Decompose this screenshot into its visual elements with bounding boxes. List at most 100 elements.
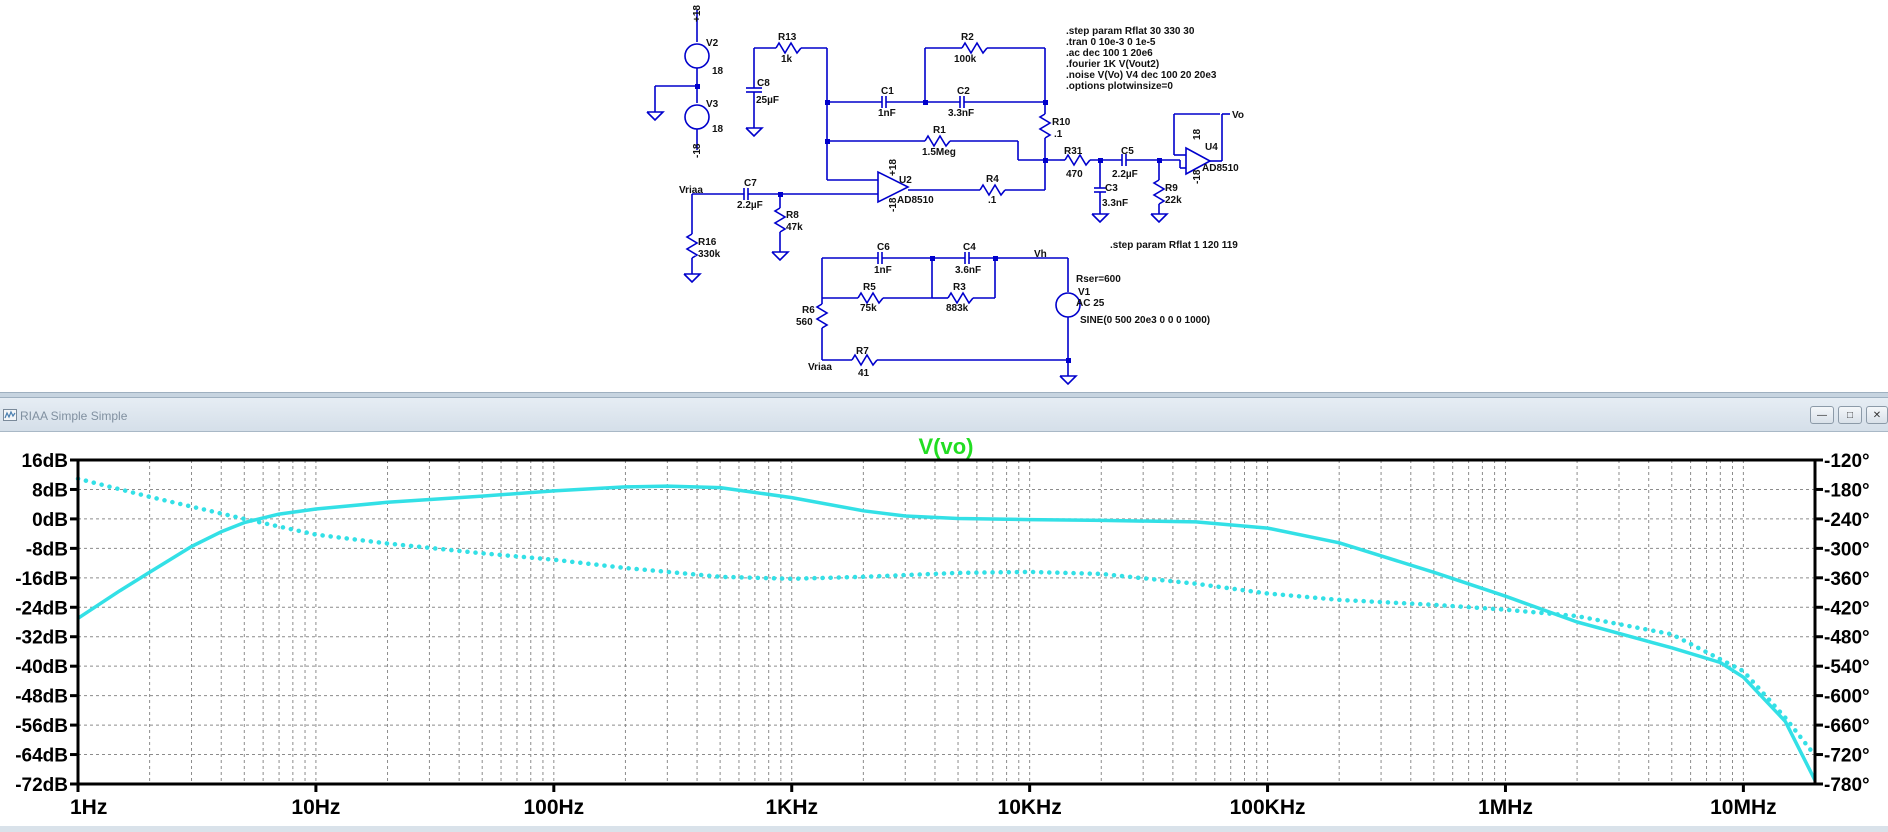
status-strip [0, 826, 1888, 832]
close-icon: ✕ [1872, 409, 1882, 421]
r10-name-label: R10 [1052, 117, 1071, 128]
spice-directives[interactable]: .step param Rflat 30 330 30 .tran 0 10e-… [1066, 26, 1238, 251]
close-button[interactable]: ✕ [1866, 406, 1888, 424]
r9-value-label: 22k [1165, 195, 1182, 206]
c4-name-label: C4 [963, 242, 976, 253]
y-tick-label-left: -32dB [15, 628, 68, 649]
schematic-canvas[interactable]: .step param Rflat 30 330 30 .tran 0 10e-… [0, 0, 1888, 392]
y-tick-label-left: 8dB [32, 480, 68, 501]
u2-neg-label: -18 [888, 197, 899, 212]
plot-window-title: RIAA Simple Simple [20, 409, 128, 423]
vh-net-label: Vh [1034, 249, 1047, 260]
y-tick-label-right: -360° [1824, 569, 1870, 590]
y-tick-label-left: -16dB [15, 569, 68, 590]
plot-ticks: 16dB8dB0dB-8dB-16dB-24dB-32dB-40dB-48dB-… [15, 451, 1869, 819]
waveform-icon [3, 409, 17, 421]
directive-line-5: .noise V(Vo) V4 dec 100 20 20e3 [1066, 70, 1217, 81]
c1-value-label: 1nF [878, 108, 896, 119]
r7-value-label: 41 [858, 368, 870, 379]
c5-value-label: 2.2µF [1112, 169, 1138, 180]
c2-value-label: 3.3nF [948, 108, 974, 119]
component-labels: +18 V2 18 V3 18 -18 R13 1k C8 25µF R2 10… [679, 5, 1244, 379]
r2-name-label: R2 [961, 32, 974, 43]
r4-value-label: .1 [988, 195, 997, 206]
r6-value-label: 560 [796, 317, 813, 328]
y-tick-label-left: -72dB [15, 775, 68, 796]
r4-name-label: R4 [986, 174, 999, 185]
y-tick-label-right: -240° [1824, 510, 1870, 531]
r31-name-label: R31 [1064, 146, 1083, 157]
vriaa-net-label: Vriaa [679, 185, 703, 196]
y-tick-label-right: -420° [1824, 598, 1870, 619]
plot-grid [77, 459, 1816, 785]
u2-name-label: U2 [899, 175, 912, 186]
v3-name-label: V3 [706, 99, 719, 110]
directive-line-6: .options plotwinsize=0 [1066, 81, 1173, 92]
c6-value-label: 1nF [874, 265, 892, 276]
r5-name-label: R5 [863, 282, 876, 293]
r7-name-label: R7 [856, 346, 869, 357]
r1-value-label: 1.5Meg [922, 147, 956, 158]
plot-frame [76, 458, 1817, 786]
directive-line-4: .fourier 1K V(Vout2) [1066, 59, 1159, 70]
r8-value-label: 47k [786, 222, 803, 233]
c2-name-label: C2 [957, 86, 970, 97]
v1-sine-label: SINE(0 500 20e3 0 0 0 1000) [1080, 315, 1210, 326]
waveform-plot[interactable]: 16dB8dB0dB-8dB-16dB-24dB-32dB-40dB-48dB-… [0, 432, 1888, 826]
x-tick-label: 10MHz [1710, 796, 1777, 819]
c7-value-label: 2.2µF [737, 200, 763, 211]
v3-neg-label: -18 [692, 143, 703, 158]
r10-value-label: .1 [1054, 129, 1063, 140]
vriaa-net-label-2: Vriaa [808, 362, 832, 373]
r13-name-label: R13 [778, 32, 797, 43]
r8-name-label: R8 [786, 210, 799, 221]
x-tick-label: 100Hz [523, 796, 584, 819]
y-tick-label-left: -56dB [15, 716, 68, 737]
schematic-pane[interactable]: .step param Rflat 30 330 30 .tran 0 10e-… [0, 0, 1888, 392]
schematic-junctions [695, 84, 1162, 363]
directive-step-2: .step param Rflat 1 120 119 [1110, 240, 1238, 251]
r13-value-label: 1k [781, 54, 793, 65]
maximize-button[interactable]: □ [1838, 406, 1862, 424]
r3-value-label: 883k [946, 303, 969, 314]
r31-value-label: 470 [1066, 169, 1083, 180]
minimize-button[interactable]: — [1810, 406, 1834, 424]
v1-rser-label: Rser=600 [1076, 274, 1121, 285]
y-tick-label-left: 16dB [22, 451, 68, 472]
v1-ac-label: AC 25 [1076, 298, 1105, 309]
directive-line-1: .step param Rflat 30 330 30 [1066, 26, 1195, 37]
u2-pos-label: +18 [888, 159, 899, 176]
y-tick-label-right: -780° [1824, 775, 1870, 796]
x-tick-label: 10KHz [998, 796, 1062, 819]
y-tick-label-left: -64dB [15, 746, 68, 767]
u4-pos-label: 18 [1192, 128, 1203, 140]
trace-title[interactable]: V(vo) [919, 434, 974, 459]
vo-net-label: Vo [1232, 110, 1244, 121]
y-tick-label-left: -24dB [15, 598, 68, 619]
phase-trace[interactable] [75, 476, 1818, 758]
directive-line-3: .ac dec 100 1 20e6 [1066, 48, 1153, 59]
x-tick-label: 1Hz [70, 796, 107, 819]
directive-line-2: .tran 0 10e-3 0 1e-5 [1066, 37, 1156, 48]
c5-name-label: C5 [1121, 146, 1134, 157]
y-tick-label-right: -660° [1824, 716, 1870, 737]
r9-name-label: R9 [1165, 183, 1178, 194]
y-tick-label-right: -180° [1824, 480, 1870, 501]
u2-model-label: AD8510 [897, 195, 934, 206]
x-tick-label: 100KHz [1230, 796, 1306, 819]
y-tick-label-right: -480° [1824, 628, 1870, 649]
plot-window-titlebar[interactable]: RIAA Simple Simple — □ ✕ [0, 398, 1888, 432]
y-tick-label-right: -300° [1824, 539, 1870, 560]
y-tick-label-left: -48dB [15, 687, 68, 708]
y-tick-label-right: -600° [1824, 687, 1870, 708]
pane-splitter[interactable] [0, 392, 1888, 398]
y-tick-label-left: 0dB [32, 510, 68, 531]
v3-value-label: 18 [712, 124, 724, 135]
schematic-wires [646, 10, 1230, 386]
c8-value-label: 25µF [756, 95, 779, 106]
y-tick-label-right: -540° [1824, 657, 1870, 678]
magnitude-trace[interactable] [77, 484, 1817, 782]
c8-name-label: C8 [757, 78, 770, 89]
y-tick-label-right: -120° [1824, 451, 1870, 472]
